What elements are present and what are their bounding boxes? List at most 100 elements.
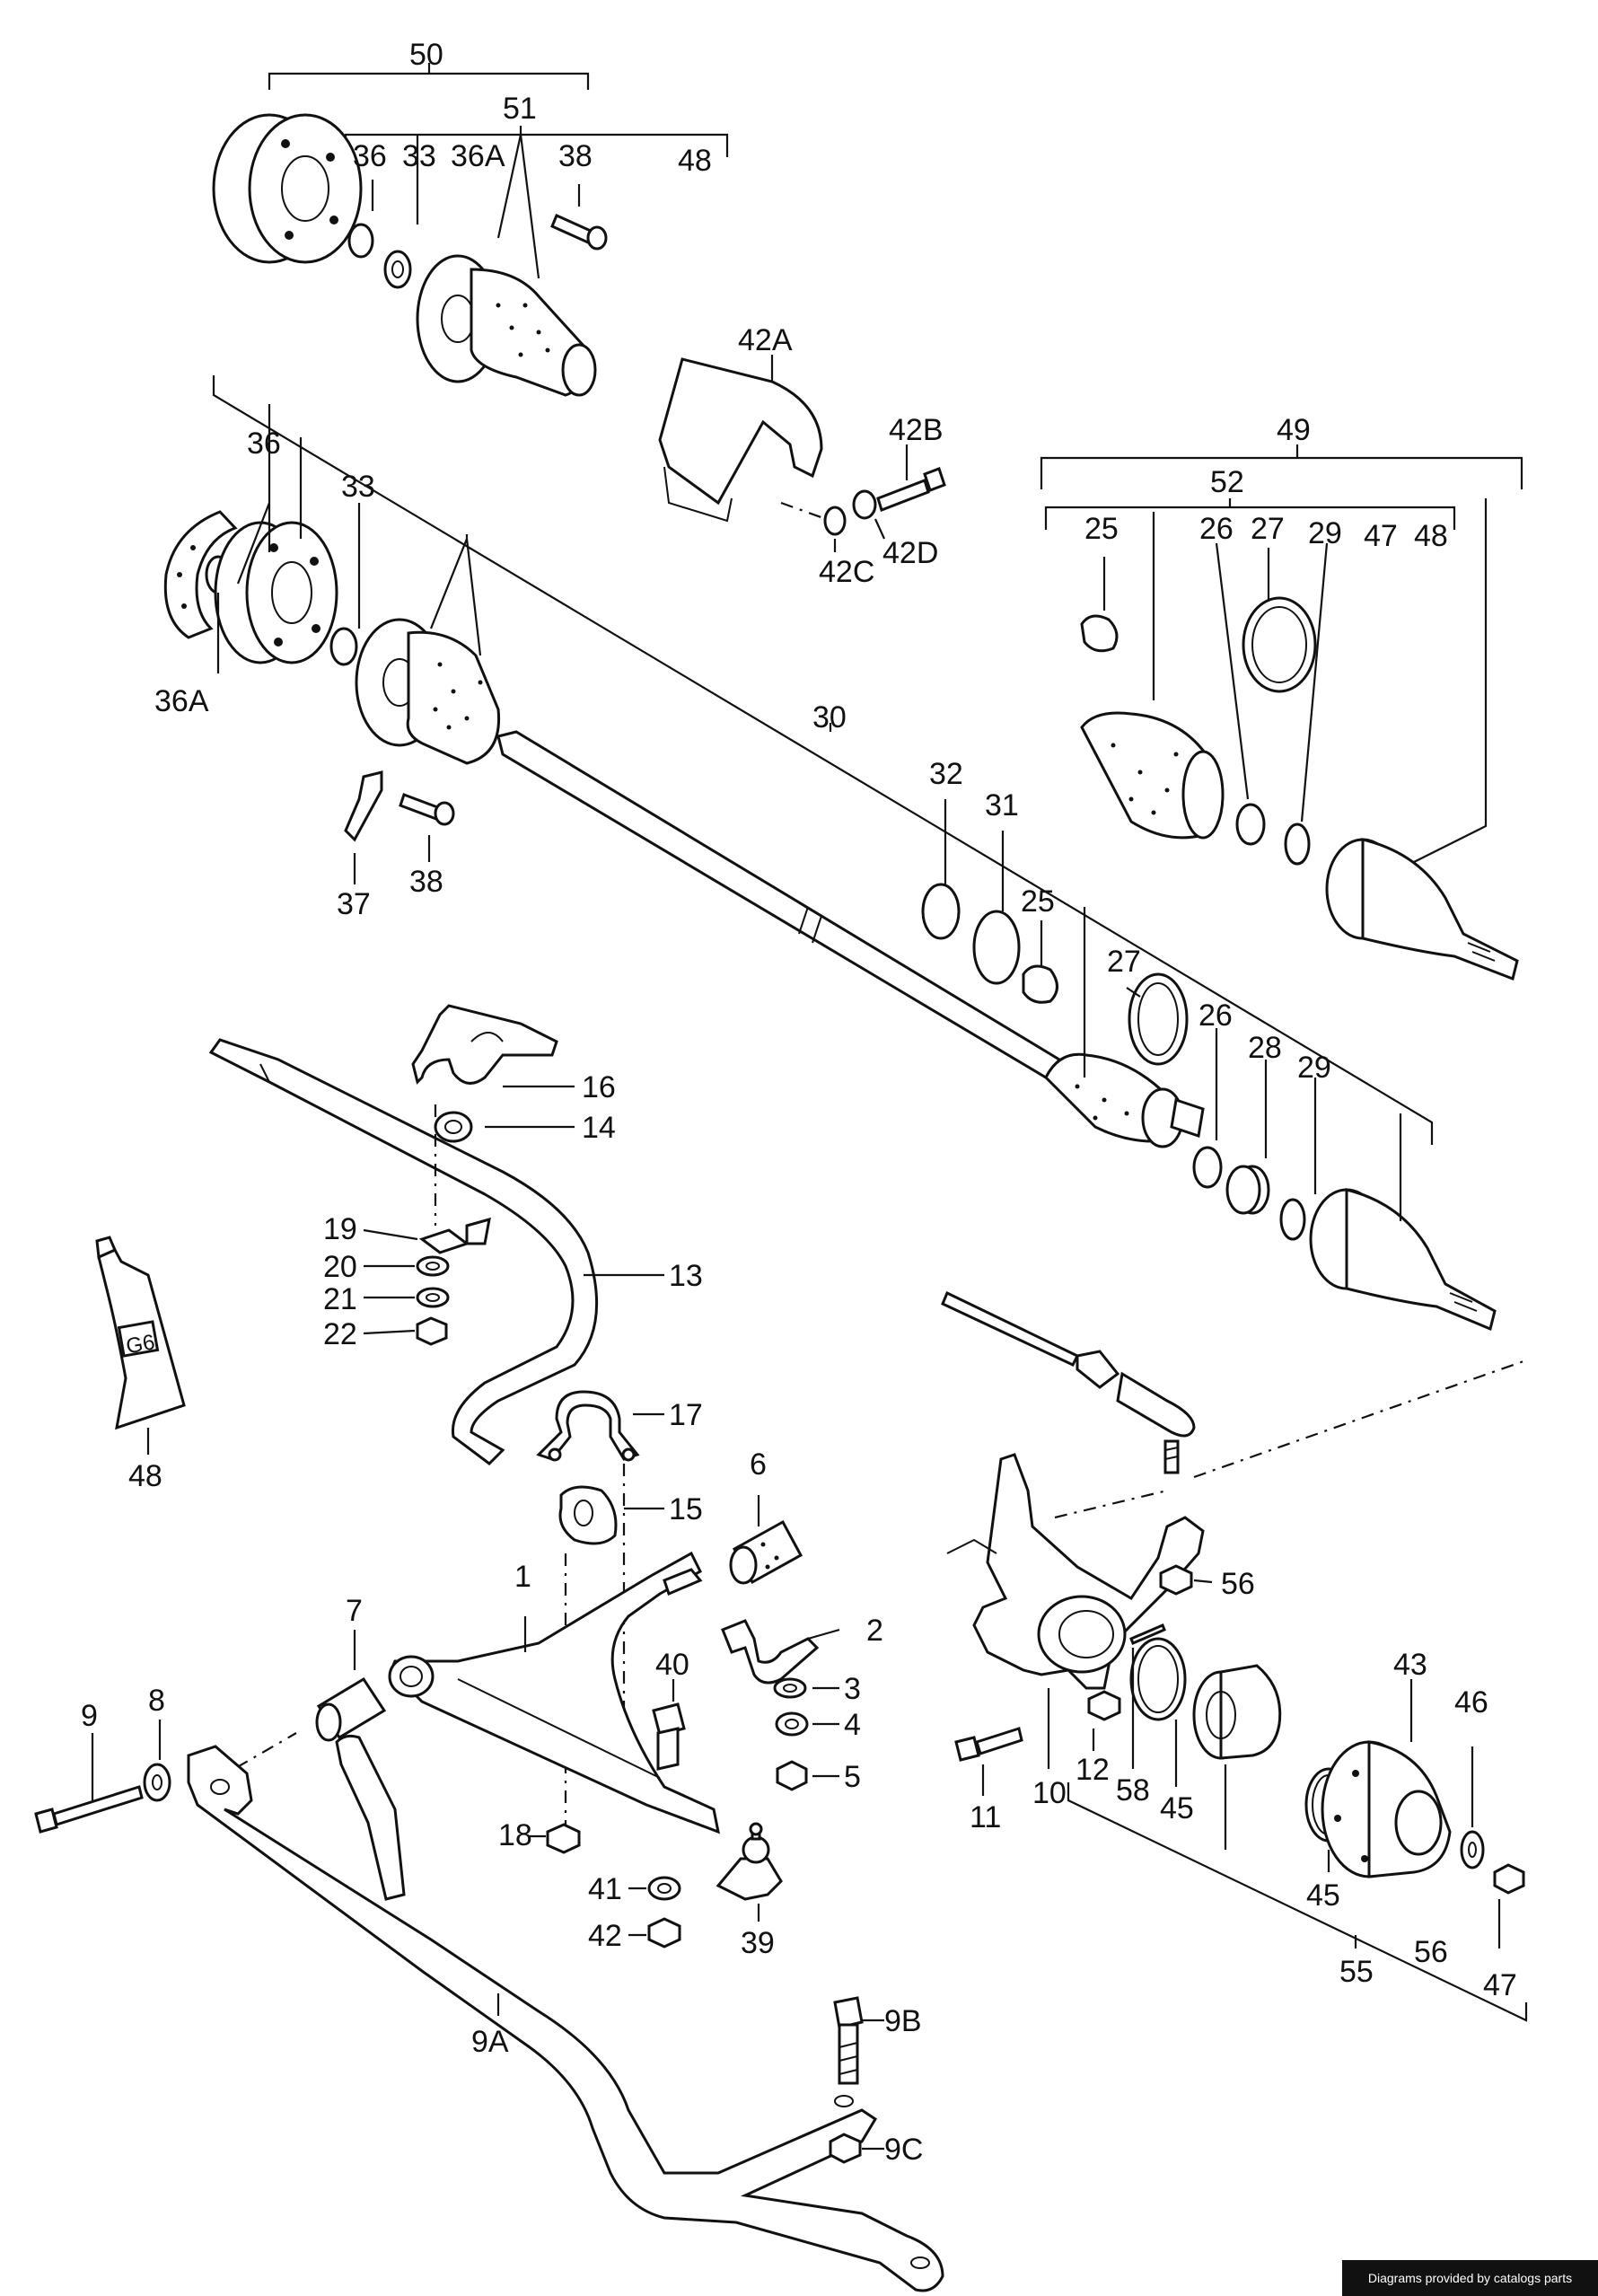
clamp-27-top bbox=[1242, 596, 1317, 693]
washer-42D bbox=[852, 489, 877, 520]
grease-tube-48 bbox=[95, 1236, 186, 1430]
stabilizer-bar-13 bbox=[208, 1038, 599, 1465]
label-32: 32 bbox=[929, 757, 963, 791]
label-17: 17 bbox=[669, 1398, 703, 1432]
label-26: 26 bbox=[1198, 998, 1233, 1033]
inner-cv-joint-left bbox=[214, 521, 338, 664]
bracket-30 bbox=[212, 375, 1434, 1145]
label-42D: 42D bbox=[882, 536, 938, 570]
tie-rod bbox=[941, 1290, 1196, 1474]
label-36A: 36A bbox=[154, 684, 209, 718]
bracket-50 bbox=[268, 63, 590, 90]
label-26: 26 bbox=[1199, 512, 1234, 546]
label-42B: 42B bbox=[889, 413, 944, 447]
label-36: 36 bbox=[353, 139, 387, 173]
bolt-9B bbox=[833, 1996, 864, 2085]
nut-22 bbox=[416, 1316, 448, 1346]
label-12: 12 bbox=[1076, 1753, 1110, 1787]
label-48: 48 bbox=[128, 1459, 162, 1493]
nut-12 bbox=[1087, 1690, 1121, 1721]
lock-plate-37 bbox=[344, 770, 383, 842]
bushing-7 bbox=[315, 1676, 387, 1742]
label-9A: 9A bbox=[471, 2025, 509, 2059]
label-42C: 42C bbox=[819, 555, 874, 589]
bolt-38-left bbox=[399, 793, 455, 826]
washer-26-center bbox=[1192, 1146, 1223, 1189]
cv-boot-52 bbox=[1080, 711, 1225, 840]
bolt-9 bbox=[34, 1785, 144, 1834]
label-37: 37 bbox=[337, 887, 371, 921]
label-48: 48 bbox=[678, 144, 712, 178]
label-45: 45 bbox=[1306, 1878, 1340, 1913]
label-3: 3 bbox=[844, 1672, 861, 1706]
clamp-27-center bbox=[1128, 972, 1189, 1066]
clamp-17 bbox=[536, 1390, 640, 1462]
label-47: 47 bbox=[1364, 519, 1398, 553]
label-47: 47 bbox=[1483, 1968, 1517, 2002]
label-21: 21 bbox=[323, 1282, 357, 1316]
label-6: 6 bbox=[750, 1447, 767, 1482]
label-42: 42 bbox=[588, 1919, 622, 1953]
label-33: 33 bbox=[402, 139, 436, 173]
bracket-49 bbox=[1040, 444, 1523, 489]
nut-42 bbox=[647, 1917, 681, 1949]
bushing-14 bbox=[434, 1111, 473, 1143]
circlip-29-center bbox=[1279, 1198, 1306, 1241]
label-50: 50 bbox=[409, 38, 443, 72]
label-20: 20 bbox=[323, 1250, 357, 1284]
clamp-25-top bbox=[1080, 614, 1119, 653]
label-58: 58 bbox=[1116, 1773, 1150, 1808]
wheel-hub-43 bbox=[1321, 1740, 1452, 1878]
cotter-pin-58 bbox=[1129, 1623, 1166, 1645]
nut-18 bbox=[546, 1823, 581, 1854]
label-51: 51 bbox=[503, 92, 537, 126]
label-43: 43 bbox=[1393, 1648, 1427, 1682]
label-33: 33 bbox=[341, 470, 375, 504]
steering-knuckle-10 bbox=[946, 1453, 1205, 1690]
washer-42C bbox=[823, 506, 847, 536]
left-flange-36A bbox=[163, 510, 238, 639]
bushing-6 bbox=[729, 1519, 803, 1585]
heat-shield-42A bbox=[658, 355, 823, 523]
label-38: 38 bbox=[409, 865, 443, 899]
label-5: 5 bbox=[844, 1760, 861, 1794]
label-56: 56 bbox=[1414, 1935, 1448, 1969]
nut-47 bbox=[1493, 1863, 1525, 1895]
label-31: 31 bbox=[985, 788, 1019, 823]
bolt-38-top bbox=[550, 213, 608, 251]
outer-cv-joint-49 bbox=[1325, 838, 1519, 981]
label-15: 15 bbox=[669, 1492, 703, 1526]
label-45: 45 bbox=[1160, 1791, 1194, 1825]
label-52: 52 bbox=[1210, 465, 1244, 499]
label-42A: 42A bbox=[738, 323, 793, 357]
label-2: 2 bbox=[866, 1614, 883, 1648]
driveshaft-30 bbox=[496, 730, 1062, 1079]
label-22: 22 bbox=[323, 1317, 357, 1351]
label-25: 25 bbox=[1021, 884, 1055, 919]
clamp-2 bbox=[721, 1619, 820, 1685]
nut-56-top bbox=[1159, 1564, 1193, 1596]
label-9: 9 bbox=[81, 1699, 98, 1733]
label-39: 39 bbox=[741, 1926, 775, 1960]
label-48: 48 bbox=[1414, 519, 1448, 553]
label-4: 4 bbox=[844, 1708, 861, 1742]
bracket-55 bbox=[1067, 1782, 1528, 2022]
circlip-36-top bbox=[347, 223, 374, 259]
label-10: 10 bbox=[1032, 1776, 1067, 1810]
grease-tube-text: G6 bbox=[124, 1330, 156, 1359]
driveshaft-boot-right bbox=[1044, 1052, 1205, 1148]
plate-19 bbox=[418, 1217, 491, 1254]
label-29: 29 bbox=[1297, 1051, 1331, 1085]
label-27: 27 bbox=[1107, 945, 1141, 979]
ball-joint-39 bbox=[716, 1822, 783, 1901]
cv-joint-boot-top bbox=[416, 254, 597, 397]
label-40: 40 bbox=[655, 1648, 689, 1682]
label-55: 55 bbox=[1339, 1955, 1374, 1989]
label-36: 36 bbox=[247, 427, 281, 461]
label-7: 7 bbox=[346, 1594, 363, 1628]
label-41: 41 bbox=[588, 1872, 622, 1906]
label-18: 18 bbox=[498, 1818, 532, 1852]
circlip-45-upper bbox=[1129, 1637, 1187, 1721]
label-25: 25 bbox=[1084, 512, 1119, 546]
